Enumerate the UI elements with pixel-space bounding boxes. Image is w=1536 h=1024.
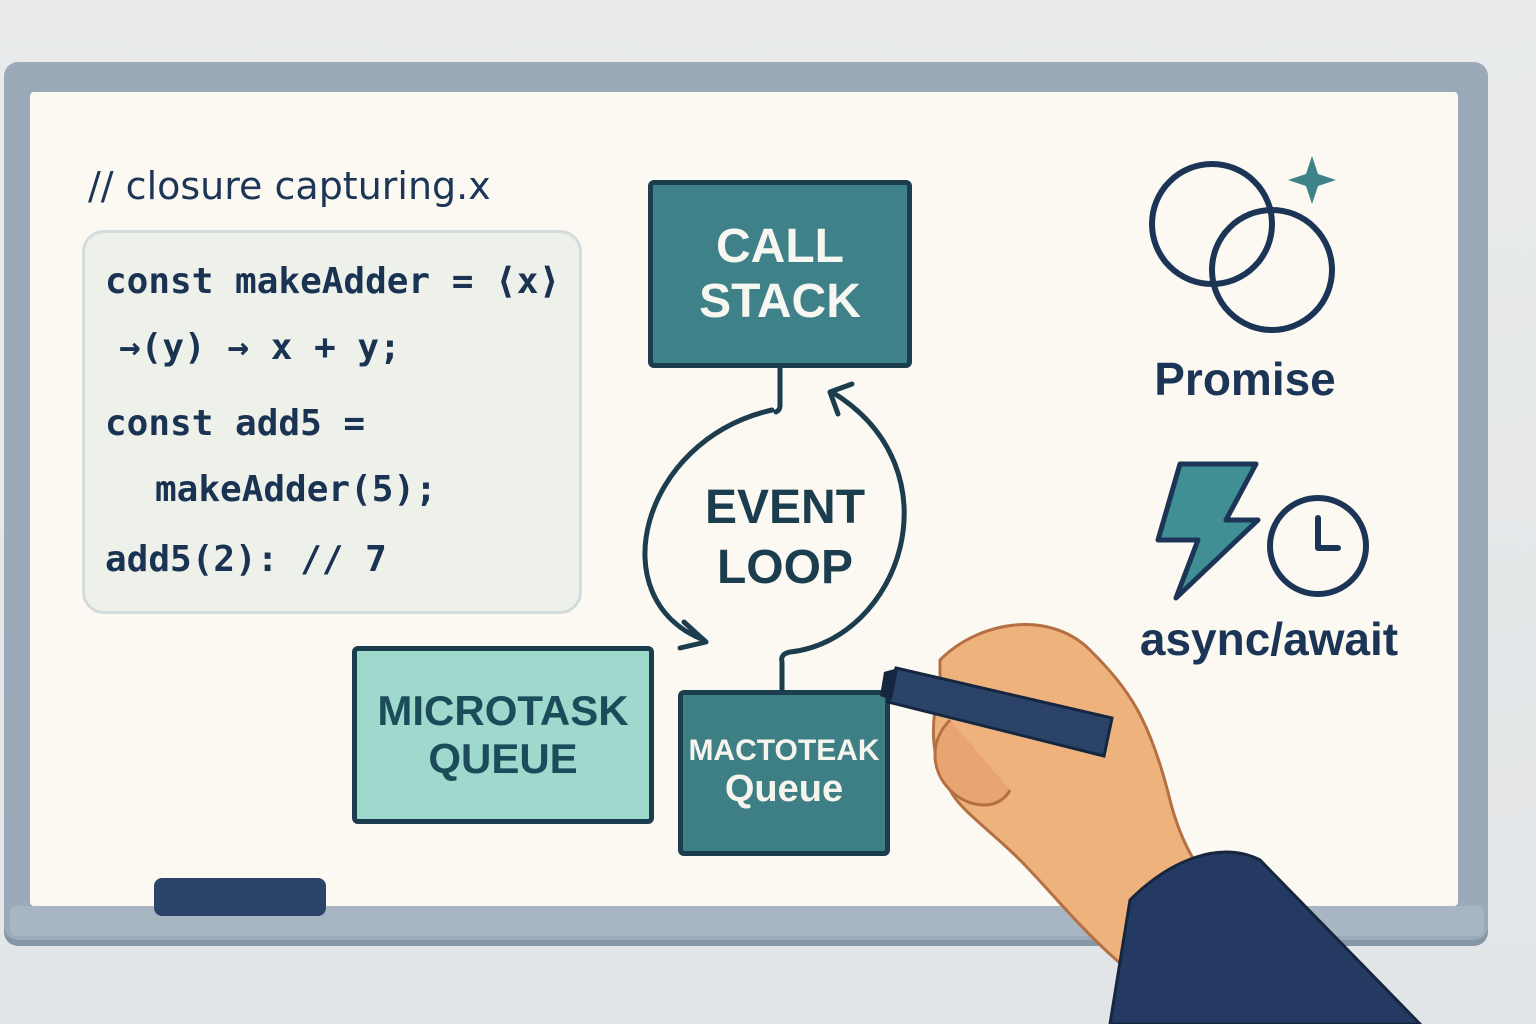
rings-icon (1149, 161, 1335, 333)
promise-label: Promise (1154, 353, 1336, 405)
eraser[interactable] (154, 878, 326, 916)
marker-icon (880, 666, 1114, 758)
call-stack-box: CALL STACK (648, 180, 912, 368)
macrotask-queue-box: MACTOTEAK Queue (678, 690, 890, 856)
code-line-5: add5(2): // 7 (105, 539, 387, 580)
sparkle-icon (1288, 156, 1336, 204)
code-line-3: const add5 = (105, 403, 366, 444)
lightning-icon (1155, 461, 1261, 601)
macrotask-label-1: MACTOTEAK (688, 733, 880, 767)
async-await-label: async/await (1139, 613, 1399, 665)
clock-icon (1267, 495, 1369, 597)
code-line-2: →(y) → x + y; (119, 327, 401, 368)
closure-comment: // closure capturing.x (88, 164, 491, 208)
event-loop-label: EVENT LOOP (680, 478, 890, 608)
code-line-4: makeAdder(5); (155, 469, 437, 510)
event-loop-label-1: EVENT (704, 481, 866, 534)
microtask-queue-box: MICROTASK QUEUE (352, 646, 654, 824)
code-card: const makeAdder = ⟨x⟩ →(y) → x + y; cons… (82, 230, 582, 614)
macrotask-label-2: Queue (724, 768, 844, 811)
sleeve (1108, 850, 1423, 1024)
microtask-label-2: QUEUE (428, 735, 578, 782)
call-stack-label-1: CALL (716, 219, 844, 273)
event-loop-label-2: LOOP (716, 541, 853, 594)
microtask-label-1: MICROTASK (377, 686, 629, 734)
call-stack-label-2: STACK (699, 275, 861, 328)
code-line-1: const makeAdder = ⟨x⟩ (105, 261, 561, 302)
